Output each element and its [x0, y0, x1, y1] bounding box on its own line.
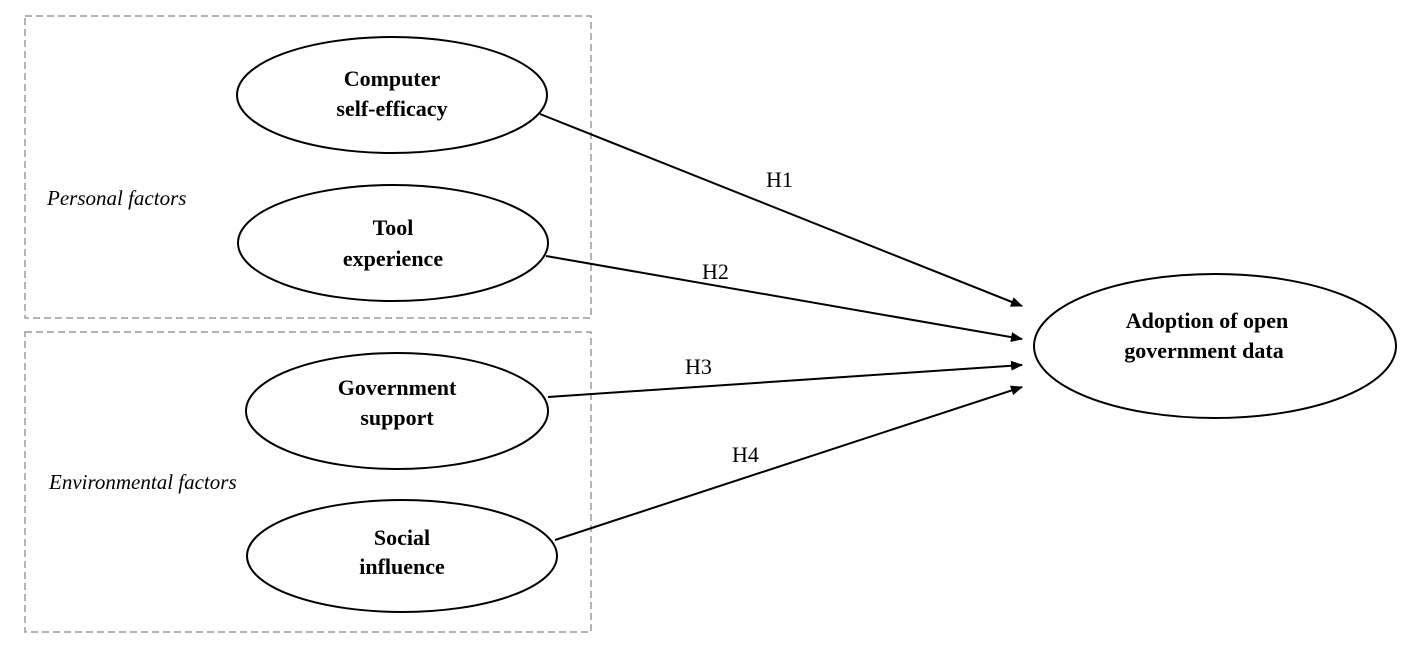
node-social-influence: Social influence [246, 499, 558, 613]
personal-factors-label: Personal factors [46, 186, 186, 210]
edge-label-h1: H1 [766, 167, 793, 192]
node-tool-experience-line2: experience [343, 246, 443, 271]
personal-factors-box [24, 15, 592, 319]
environmental-factors-box [24, 331, 592, 633]
node-tool-experience-ellipse [237, 184, 549, 302]
node-social-influence-ellipse [246, 499, 558, 613]
node-adoption: Adoption of open government data [1033, 273, 1397, 419]
node-social-influence-line2: influence [359, 554, 445, 579]
node-computer-self-efficacy-line1: Computer [344, 66, 441, 91]
edge-h4 [554, 385, 1023, 541]
node-social-influence-line1: Social [374, 525, 430, 550]
node-computer-self-efficacy-ellipse [236, 36, 548, 154]
node-computer-self-efficacy-line2: self-efficacy [336, 96, 447, 121]
node-adoption-line2: government data [1124, 338, 1283, 363]
node-government-support-ellipse [245, 352, 549, 470]
node-tool-experience-line1: Tool [373, 215, 414, 240]
node-adoption-line1: Adoption of open [1126, 308, 1289, 333]
node-government-support: Government support [245, 352, 549, 470]
node-tool-experience: Tool experience [237, 184, 549, 302]
edge-h3 [547, 360, 1023, 398]
edge-h2 [545, 255, 1023, 343]
node-computer-self-efficacy: Computer self-efficacy [236, 36, 548, 154]
environmental-factors-label: Environmental factors [48, 470, 237, 494]
edge-label-h4: H4 [732, 442, 759, 467]
node-government-support-line2: support [360, 405, 434, 430]
node-adoption-ellipse [1033, 273, 1397, 419]
edge-label-h3: H3 [685, 354, 712, 379]
node-government-support-line1: Government [338, 375, 457, 400]
edge-h1 [539, 113, 1023, 307]
edge-label-h2: H2 [702, 259, 729, 284]
